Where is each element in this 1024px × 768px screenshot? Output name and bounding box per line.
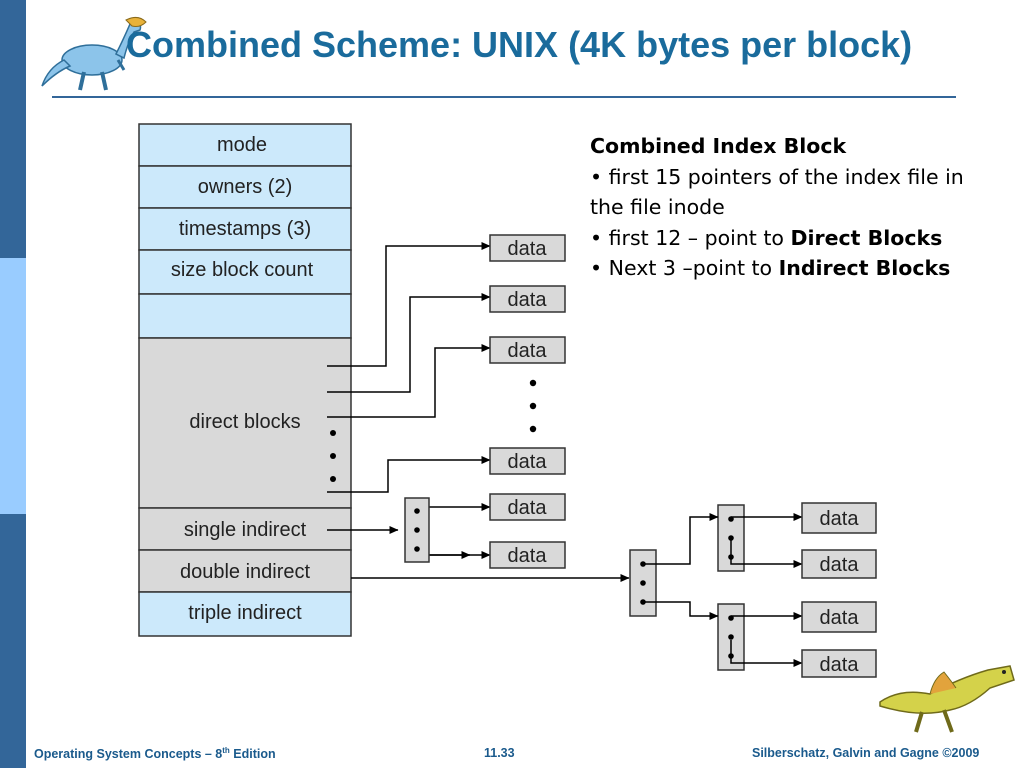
direct-data-blocks: data data data data (489, 234, 566, 475)
double-indirect-data: data data data data (801, 502, 877, 678)
footer-page-number: 11.33 (484, 746, 515, 760)
title-divider (52, 96, 956, 98)
data-block-label: data (508, 289, 548, 311)
dinosaur-icon (41, 16, 147, 91)
header-logo (41, 16, 147, 91)
data-block-label: data (508, 340, 548, 362)
single-indirect-index-block (404, 497, 430, 563)
inode-single-indirect-label: single indirect (184, 519, 307, 541)
inode-field-timestamps (138, 207, 352, 251)
data-block-label: data (820, 554, 860, 576)
bullet-mark: • (590, 164, 603, 189)
data-block (489, 541, 566, 569)
inode-single-indirect (138, 507, 352, 551)
info-heading: Combined Index Block (590, 134, 847, 158)
dinosaur-icon (879, 665, 1015, 733)
data-block-label: data (820, 654, 860, 676)
data-block (489, 447, 566, 475)
double-indirect-arrows (643, 513, 803, 667)
double-indirect-index-block (629, 549, 657, 617)
footer-book-prefix: Operating System Concepts – 8 (34, 747, 223, 762)
data-block (489, 285, 566, 313)
inode-triple-indirect-label: triple indirect (188, 602, 302, 624)
data-block-label: data (820, 508, 860, 530)
single-indirect-data: data data (489, 493, 566, 569)
data-block (801, 549, 877, 579)
data-block (801, 601, 877, 633)
info-bullet-3-text: Next 3 –point to (608, 256, 779, 280)
info-bullet-2-text: first 12 – point to (608, 225, 791, 250)
data-block-label: data (508, 497, 548, 519)
inode-field-owners-label: owners (2) (198, 176, 292, 198)
info-bullet-3-bold: Indirect Blocks (778, 256, 951, 280)
side-accent-highlight (0, 258, 26, 514)
data-blocks-ellipsis (529, 379, 537, 433)
data-block (489, 493, 566, 521)
inode-triple-indirect (138, 591, 352, 637)
data-block (489, 336, 566, 364)
inode-direct-blocks-label: direct blocks (189, 411, 300, 433)
data-block (801, 502, 877, 534)
direct-pointer-marks (327, 365, 351, 493)
inode-field-blank (138, 293, 352, 339)
data-block (489, 234, 566, 262)
slide-title: Combined Scheme: UNIX (4K bytes per bloc… (126, 24, 913, 65)
inode-field-mode-label: mode (217, 134, 267, 156)
footer-book-sup: th (222, 746, 230, 755)
data-block-label: data (508, 451, 548, 473)
info-bullet-2-bold: Direct Blocks (790, 225, 943, 250)
inode: mode owners (2) timestamps (3) size bloc… (138, 123, 352, 637)
footer-book-title: Operating System Concepts – 8th Edition (34, 746, 276, 761)
info-bullet-3: • Next 3 –point to Indirect Blocks (590, 253, 990, 284)
data-block (801, 649, 877, 678)
inode-field-size (138, 249, 352, 295)
inode-double-indirect-label: double indirect (180, 561, 311, 583)
inode-field-size-label: size block count (171, 259, 314, 281)
info-bullet-1: • first 15 pointers of the index file in… (590, 162, 990, 223)
footer-book-suffix: Edition (229, 747, 276, 762)
data-block-label: data (820, 607, 860, 629)
info-bullet-1-text: first 15 pointers of the index file in t… (590, 164, 964, 220)
inode-field-timestamps-label: timestamps (3) (179, 218, 311, 240)
info-bullet-2: • first 12 – point to Direct Blocks (590, 223, 990, 254)
direct-pointer-ellipsis (330, 430, 336, 482)
info-panel: Combined Index Block • first 15 pointers… (590, 131, 990, 284)
bullet-mark: • (590, 256, 603, 280)
footer-logo (879, 665, 1015, 733)
direct-pointer-arrows (327, 242, 630, 582)
data-block-label: data (508, 238, 548, 260)
inode-direct-blocks (138, 337, 352, 509)
footer-authors: Silberschatz, Galvin and Gagne ©2009 (752, 746, 980, 760)
data-block-label: data (508, 545, 548, 567)
bullet-mark: • (590, 225, 603, 250)
